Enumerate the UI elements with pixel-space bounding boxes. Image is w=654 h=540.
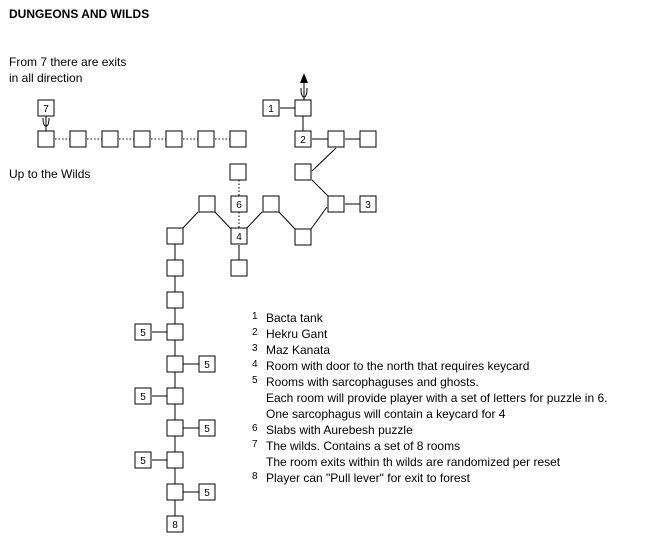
room-6-box [230, 195, 248, 213]
legend-text: Rooms with sarcophaguses and ghosts. [266, 375, 479, 389]
room [327, 130, 345, 148]
room-8-label: 8 [172, 520, 178, 531]
room [37, 130, 55, 148]
map-dotted-connectors [55, 138, 240, 228]
legend-text: Each room will provide player with a set… [266, 391, 608, 405]
exits-note: From 7 there are exits in all direction [9, 54, 126, 86]
legend-text: Bacta tank [266, 311, 323, 325]
room [327, 195, 345, 213]
room-3-box [359, 195, 377, 213]
exits-note-line: in all direction [9, 71, 83, 85]
room [166, 259, 184, 277]
room [166, 227, 184, 245]
room [165, 130, 183, 148]
room [166, 323, 184, 341]
room-4-label: 4 [236, 232, 242, 243]
room [294, 163, 312, 181]
room-1-box [262, 99, 280, 117]
room-8-box [166, 515, 184, 533]
legend-text: Maz Kanata [266, 343, 331, 357]
legend-text: One sarcophagus will contain a keycard f… [266, 407, 506, 421]
legend-number: 7 [252, 439, 258, 450]
room-6-label: 6 [236, 200, 242, 211]
sarcophagus-room-box [198, 483, 216, 501]
exit-arrow-icon [42, 116, 50, 131]
map-connectors [45, 107, 360, 516]
room [69, 130, 87, 148]
legend-text: Hekru Gant [266, 327, 328, 341]
room [166, 419, 184, 437]
room [198, 195, 216, 213]
room [294, 228, 312, 246]
legend-number: 6 [252, 423, 258, 434]
room [229, 130, 247, 148]
room-2-box [294, 130, 312, 148]
legend-number: 8 [252, 471, 258, 482]
room-7-box [37, 99, 55, 117]
legend-text: Slabs with Aurebesh puzzle [266, 423, 413, 437]
sarcophagus-room-box [198, 419, 216, 437]
room [101, 130, 119, 148]
room [230, 259, 248, 277]
room-7-label: 7 [43, 104, 49, 115]
room [229, 163, 247, 181]
legend-text: Player can "Pull lever" for exit to fore… [266, 471, 470, 485]
room-1-label: 1 [268, 104, 274, 115]
sarcophagus-room-label: 5 [204, 360, 210, 371]
room [166, 387, 184, 405]
room [197, 130, 215, 148]
sarcophagus-room-label: 5 [204, 424, 210, 435]
sarcophagus-room-box [134, 387, 152, 405]
legend-number: 2 [252, 327, 258, 338]
page-title: DUNGEONS AND WILDS [9, 7, 150, 21]
room [294, 99, 312, 117]
room [133, 130, 151, 148]
exits-note-line: From 7 there are exits [9, 55, 127, 69]
sarcophagus-room-box [134, 323, 152, 341]
legend-number: 5 [252, 375, 258, 386]
legend-number: 1 [252, 311, 258, 322]
sarcophagus-room-label: 5 [204, 488, 210, 499]
room [262, 195, 280, 213]
room [166, 355, 184, 373]
legend-text: Room with door to the north that require… [266, 359, 530, 373]
sarcophagus-room-box [134, 451, 152, 469]
legend-text: The room exits within th wilds are rando… [266, 455, 561, 469]
room-3-label: 3 [365, 200, 371, 211]
room-4-box [230, 227, 248, 245]
wilds-note: Up to the Wilds [9, 167, 91, 181]
legend-text: The wilds. Contains a set of 8 rooms [266, 439, 461, 453]
sarcophagus-room-label: 5 [140, 456, 146, 467]
sarcophagus-room-box [198, 355, 216, 373]
room [166, 291, 184, 309]
room [359, 130, 377, 148]
sarcophagus-room-label: 5 [140, 392, 146, 403]
legend-number: 4 [252, 359, 258, 370]
room [166, 483, 184, 501]
legend-number: 3 [252, 343, 258, 354]
room-2-label: 2 [300, 135, 306, 146]
room [166, 451, 184, 469]
up-arrow-icon [300, 73, 308, 100]
sarcophagus-room-label: 5 [140, 328, 146, 339]
